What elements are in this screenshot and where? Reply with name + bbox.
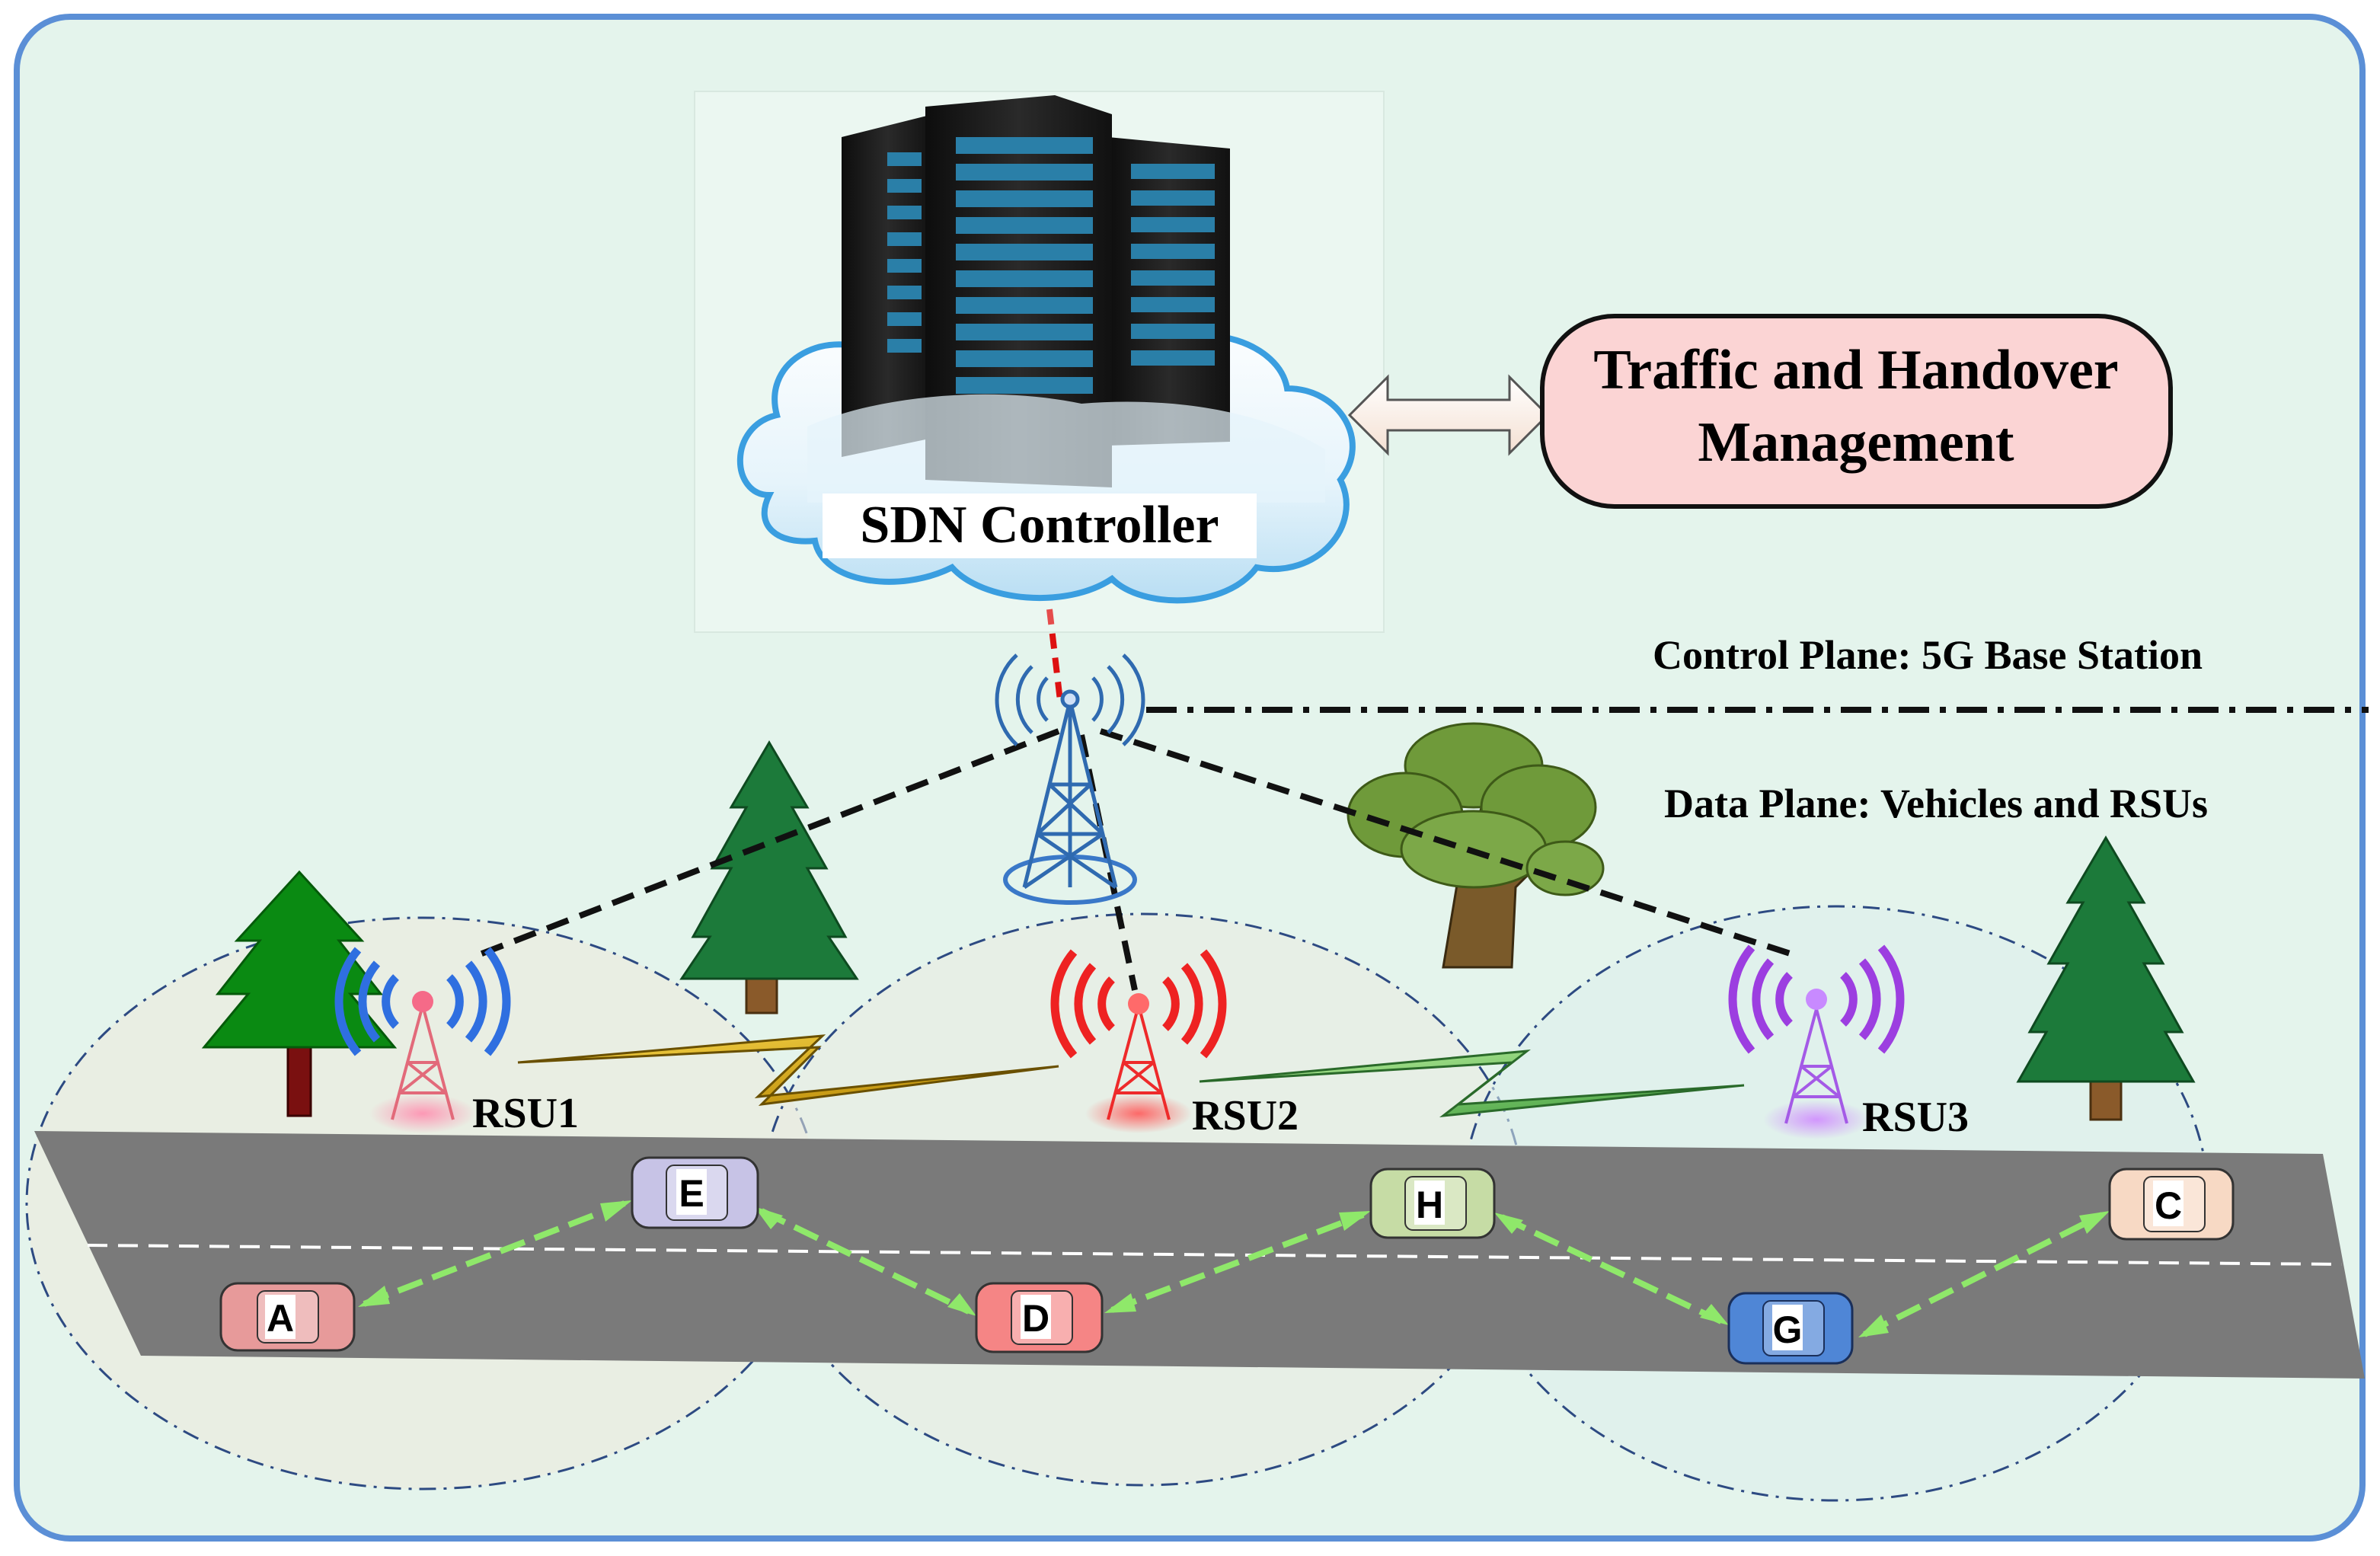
vehicle-c: C xyxy=(2108,1168,2235,1241)
vehicle-e: E xyxy=(631,1156,759,1229)
rsu1-rsu2-link-icon xyxy=(517,1034,1059,1107)
rsu2-rsu3-link-icon xyxy=(1199,1050,1745,1118)
base-station-icon xyxy=(995,653,1145,905)
tree-icon xyxy=(679,740,859,1014)
v2v-link-d-h xyxy=(1110,1212,1365,1313)
management-label-line1: Traffic and Handover xyxy=(1593,339,2118,401)
vehicle-d-label: D xyxy=(1022,1297,1049,1340)
vehicle-c-label: C xyxy=(2155,1184,2182,1227)
vehicle-h: H xyxy=(1369,1168,1496,1239)
vehicle-a: A xyxy=(219,1282,356,1352)
bs-rsu3-link xyxy=(1099,728,1799,959)
server-rack-icon xyxy=(807,95,1325,503)
vehicle-d: D xyxy=(975,1282,1104,1353)
vehicle-g: G xyxy=(1727,1292,1854,1365)
control-plane-label: Control Plane: 5G Base Station xyxy=(1653,632,2203,678)
rsu1-label: RSU1 xyxy=(472,1090,579,1137)
rsu3-icon: RSU3 xyxy=(1728,944,1969,1141)
sdn-controller: SDN Controller xyxy=(694,91,1385,633)
vehicle-a-label: A xyxy=(267,1297,294,1340)
vehicle-e-label: E xyxy=(679,1172,704,1215)
management-label-line2: Management xyxy=(1698,411,2014,474)
tree-icon xyxy=(2016,836,2196,1121)
vehicle-h-label: H xyxy=(1416,1184,1443,1226)
tree-icon xyxy=(201,870,398,1117)
controller-label: SDN Controller xyxy=(860,496,1219,554)
rsu1-icon: RSU1 xyxy=(334,947,579,1137)
vehicle-g-label: G xyxy=(1773,1308,1803,1351)
rsu3-label: RSU3 xyxy=(1862,1094,1969,1141)
v2v-links xyxy=(363,1200,2104,1337)
v2v-link-h-g xyxy=(1500,1214,1723,1324)
rsu2-label: RSU2 xyxy=(1192,1092,1299,1139)
data-plane-label: Data Plane: Vehicles and RSUs xyxy=(1664,781,2208,826)
backhaul-link xyxy=(1046,609,1063,701)
road xyxy=(34,1131,2365,1379)
v2v-link-g-c xyxy=(1863,1212,2104,1337)
management-box: Traffic and Handover Management xyxy=(1540,314,2173,509)
rsu2-icon: RSU2 xyxy=(1050,949,1299,1139)
v2v-link-a-e xyxy=(363,1200,626,1307)
v2v-link-e-d xyxy=(760,1208,970,1315)
v2v-arrowheads xyxy=(358,1200,2110,1337)
